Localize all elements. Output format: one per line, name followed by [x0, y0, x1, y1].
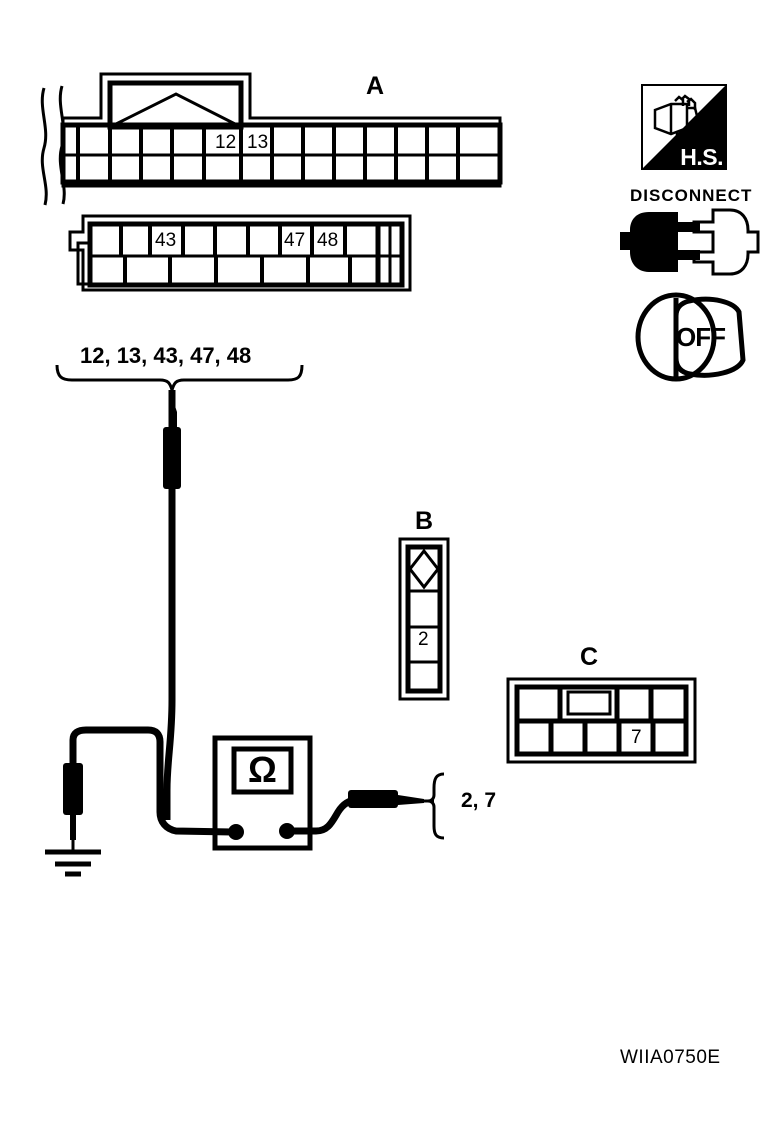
connector-a-pin-13: 13: [247, 132, 269, 153]
hs-badge: H.S.: [639, 82, 729, 172]
harness-pins-top-label: 12, 13, 43, 47, 48: [80, 343, 252, 368]
harness-brace-top: [55, 364, 304, 420]
connector-a2-pin-48: 48: [317, 230, 339, 251]
disconnect-icon-art: [620, 208, 760, 276]
connector-c-shell: [506, 677, 697, 764]
connector-a-label: A: [366, 72, 385, 100]
connector-a-shell: [60, 72, 503, 188]
disconnect-label: DISCONNECT: [630, 186, 753, 205]
connector-a-pin-12: 12: [215, 132, 237, 153]
connector-c-label: C: [580, 643, 599, 671]
connector-a-grid: [63, 125, 500, 182]
harness-pins-bottom-label: 2, 7: [461, 789, 497, 812]
connector-b-shell: [398, 537, 450, 701]
figure-code: WIIA0750E: [620, 1047, 721, 1068]
harness-break-lines: [40, 85, 66, 206]
harness-brace-bottom: [427, 772, 445, 840]
connector-a2-grid: [90, 224, 402, 285]
right-probe-group: [292, 790, 434, 835]
connector-c-pin-7: 7: [631, 727, 642, 748]
connector-a2-shell: [68, 214, 412, 292]
hs-label: H.S.: [680, 144, 723, 170]
connector-b-label: B: [415, 507, 434, 535]
hs-badge-art: [639, 82, 729, 172]
connector-b-pin-2: 2: [418, 629, 429, 650]
connector-a2-pin-47: 47: [284, 230, 306, 251]
off-label: OFF: [676, 322, 726, 352]
ohmmeter-negative-terminal: [228, 824, 244, 840]
ground-probe-group: [45, 726, 233, 877]
harness-wire-vertical: [163, 400, 181, 820]
connector-a2-pin-43: 43: [155, 230, 177, 251]
ohmmeter-positive-terminal: [279, 823, 295, 839]
ohmmeter-display-symbol: Ω: [248, 749, 277, 790]
